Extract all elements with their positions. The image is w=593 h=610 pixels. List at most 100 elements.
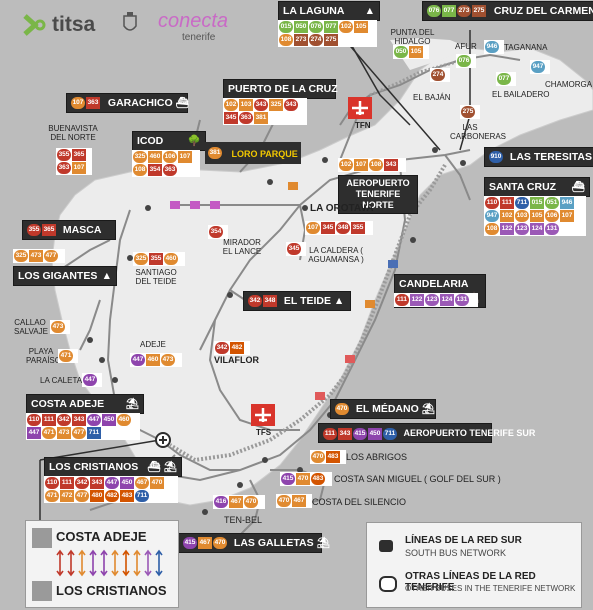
route-badge[interactable]: 111	[395, 294, 409, 306]
route-badge[interactable]: 108	[369, 159, 383, 171]
route-badge[interactable]: 447	[27, 427, 41, 439]
route-badge[interactable]: 354	[148, 164, 162, 176]
route-badge[interactable]: 124	[440, 294, 454, 306]
zone-la-laguna[interactable]: LA LAGUNA ▲	[278, 1, 380, 21]
route-badge[interactable]: 355	[351, 222, 365, 234]
route-badge[interactable]: 363	[163, 164, 177, 176]
route-badge[interactable]: 470	[213, 537, 227, 550]
route-badge[interactable]: 342	[248, 295, 262, 308]
route-badge[interactable]: 110	[485, 197, 499, 209]
route-badge[interactable]: 473	[57, 427, 71, 439]
route-badge[interactable]: 477	[75, 490, 89, 502]
route-badge[interactable]: 077	[497, 73, 511, 85]
zone-santa-cruz[interactable]: SANTA CRUZ ⛴	[484, 177, 590, 197]
route-badge[interactable]: 343	[72, 414, 86, 426]
route-badge[interactable]: 480	[90, 490, 104, 502]
route-badge[interactable]: 108	[133, 164, 147, 176]
route-badge[interactable]: 482	[230, 342, 244, 354]
route-badge[interactable]: 102	[339, 159, 353, 171]
route-badge[interactable]: 343	[338, 427, 352, 440]
route-badge[interactable]: 348	[263, 295, 277, 308]
route-badge[interactable]: 355	[57, 149, 71, 161]
route-badge[interactable]: 103	[515, 210, 529, 222]
route-badge[interactable]: 343	[284, 99, 298, 111]
route-badge[interactable]: 354	[209, 226, 223, 238]
route-badge[interactable]: 711	[135, 490, 149, 502]
zone-los-cristianos[interactable]: LOS CRISTIANOS ⛴ ⛱	[44, 457, 182, 477]
route-badge[interactable]: 103	[239, 99, 253, 111]
route-badge[interactable]: 107	[560, 210, 574, 222]
route-badge[interactable]: 325	[14, 250, 28, 262]
route-badge[interactable]: 447	[87, 414, 101, 426]
route-badge[interactable]: 131	[545, 223, 559, 235]
route-badge[interactable]: 470	[296, 473, 310, 485]
route-badge[interactable]: 460	[148, 151, 162, 163]
zone-los-gigantes[interactable]: LOS GIGANTES ▲	[13, 266, 117, 286]
route-badge[interactable]: 460	[164, 253, 178, 265]
route-badge[interactable]: 111	[323, 427, 337, 440]
route-badge[interactable]: 473	[29, 250, 43, 262]
route-badge[interactable]: 342	[75, 477, 89, 489]
route-badge[interactable]: 345	[321, 222, 335, 234]
route-badge[interactable]: 471	[59, 350, 73, 362]
route-badge[interactable]: 450	[368, 427, 382, 440]
route-badge[interactable]: 947	[531, 61, 545, 73]
route-badge[interactable]: 325	[134, 253, 148, 265]
route-badge[interactable]: 275	[461, 106, 475, 118]
route-badge[interactable]: 108	[485, 223, 499, 235]
route-badge[interactable]: 460	[117, 414, 131, 426]
route-badge[interactable]: 275	[324, 34, 338, 46]
route-badge[interactable]: 467	[229, 496, 243, 508]
route-badge[interactable]: 111	[60, 477, 74, 489]
route-badge[interactable]: 470	[150, 477, 164, 489]
route-badge[interactable]: 470	[311, 451, 325, 463]
route-badge[interactable]: 365	[42, 224, 56, 237]
zone-aeropuerto-norte[interactable]: AEROPUERTO TENERIFE NORTE	[338, 175, 418, 214]
route-badge[interactable]: 947	[485, 210, 499, 222]
route-badge[interactable]: 483	[326, 451, 340, 463]
route-badge[interactable]: 447	[83, 374, 97, 386]
route-badge[interactable]: 275	[472, 5, 486, 18]
route-badge[interactable]: 910	[489, 151, 503, 164]
route-badge[interactable]: 946	[560, 197, 574, 209]
zone-costa-adeje[interactable]: COSTA ADEJE ⛱	[26, 394, 144, 414]
route-badge[interactable]: 105	[530, 210, 544, 222]
route-badge[interactable]: 472	[60, 490, 74, 502]
route-badge[interactable]: 076	[427, 5, 441, 18]
route-badge[interactable]: 111	[500, 197, 514, 209]
route-badge[interactable]: 711	[383, 427, 397, 440]
route-badge[interactable]: 107	[72, 162, 86, 174]
route-badge[interactable]: 015	[530, 197, 544, 209]
route-badge[interactable]: 110	[45, 477, 59, 489]
route-badge[interactable]: 102	[500, 210, 514, 222]
route-badge[interactable]: 482	[105, 490, 119, 502]
route-badge[interactable]: 483	[120, 490, 134, 502]
route-badge[interactable]: 273	[457, 5, 471, 18]
route-badge[interactable]: 381	[208, 146, 222, 159]
route-badge[interactable]: 348	[336, 222, 350, 234]
route-badge[interactable]: 077	[442, 5, 456, 18]
route-badge[interactable]: 107	[306, 222, 320, 234]
route-badge[interactable]: 325	[269, 99, 283, 111]
route-badge[interactable]: 273	[294, 34, 308, 46]
route-badge[interactable]: 050	[394, 46, 408, 58]
route-badge[interactable]: 470	[277, 495, 291, 507]
route-badge[interactable]: 106	[163, 151, 177, 163]
zone-icod[interactable]: ICOD 🌳	[132, 131, 206, 151]
route-badge[interactable]: 415	[183, 537, 197, 550]
route-badge[interactable]: 343	[90, 477, 104, 489]
route-badge[interactable]: 131	[455, 294, 469, 306]
route-badge[interactable]: 450	[102, 414, 116, 426]
route-badge[interactable]: 343	[254, 99, 268, 111]
route-badge[interactable]: 050	[294, 21, 308, 33]
route-badge[interactable]: 447	[105, 477, 119, 489]
route-badge[interactable]: 105	[354, 21, 368, 33]
route-badge[interactable]: 274	[431, 69, 445, 81]
